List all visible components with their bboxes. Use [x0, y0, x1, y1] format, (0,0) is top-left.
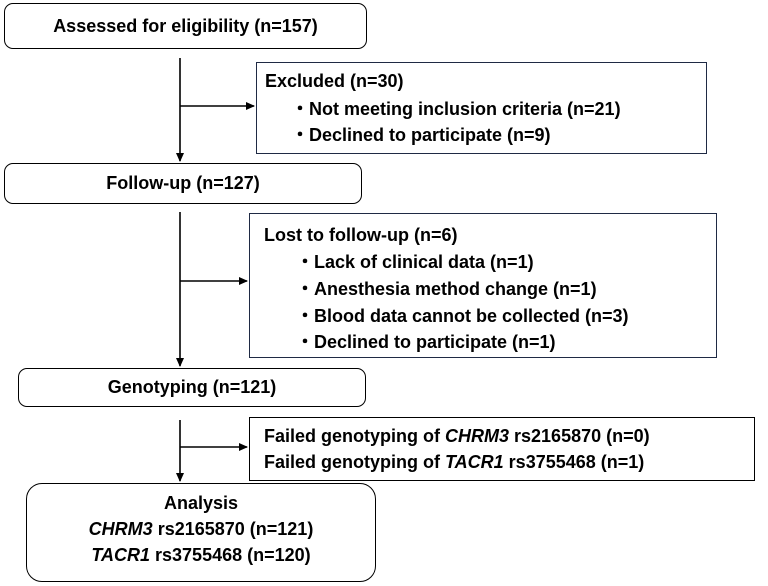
lost-item: ・Lack of clinical data (n=1) [296, 252, 534, 272]
excluded-item: ・Declined to participate (n=9) [291, 125, 551, 145]
genotyping-box: Genotyping (n=121) [18, 368, 366, 407]
genotyping-label: Genotyping (n=121) [107, 377, 277, 397]
analysis-line-chrm3: CHRM3 rs2165870 (n=121) [27, 518, 375, 540]
lost-item: ・Declined to participate (n=1) [296, 332, 556, 352]
excluded-title: Excluded (n=30) [265, 71, 404, 91]
followup-box: Follow-up (n=127) [4, 163, 362, 204]
gene-name: CHRM3 [445, 426, 510, 446]
failed-prefix: Failed genotyping of [264, 452, 445, 472]
failed-suffix: rs3755468 (n=1) [503, 452, 645, 472]
assessed-box: Assessed for eligibility (n=157) [4, 3, 367, 49]
analysis-suffix: rs2165870 (n=121) [152, 519, 314, 539]
analysis-suffix: rs3755468 (n=120) [150, 545, 311, 565]
failed-genotyping-box: Failed genotyping of CHRM3 rs2165870 (n=… [249, 417, 755, 481]
lost-box: Lost to follow-up (n=6) ・Lack of clinica… [249, 213, 717, 358]
analysis-line-tacr1: TACR1 rs3755468 (n=120) [27, 544, 375, 566]
lost-item: ・Blood data cannot be collected (n=3) [296, 306, 629, 326]
excluded-box: Excluded (n=30) ・Not meeting inclusion c… [256, 62, 707, 154]
failed-prefix: Failed genotyping of [264, 426, 445, 446]
gene-name: TACR1 [91, 545, 151, 565]
gene-name: CHRM3 [88, 519, 153, 539]
analysis-title: Analysis [163, 493, 239, 513]
failed-line-chrm3: Failed genotyping of CHRM3 rs2165870 (n=… [264, 425, 650, 447]
gene-name: TACR1 [445, 452, 504, 472]
analysis-box: Analysis CHRM3 rs2165870 (n=121) TACR1 r… [26, 483, 376, 582]
lost-item: ・Anesthesia method change (n=1) [296, 279, 597, 299]
lost-title: Lost to follow-up (n=6) [264, 225, 458, 245]
assessed-label: Assessed for eligibility (n=157) [53, 16, 318, 36]
followup-label: Follow-up (n=127) [106, 173, 260, 193]
excluded-item: ・Not meeting inclusion criteria (n=21) [291, 99, 621, 119]
failed-suffix: rs2165870 (n=0) [509, 426, 650, 446]
failed-line-tacr1: Failed genotyping of TACR1 rs3755468 (n=… [264, 451, 644, 473]
